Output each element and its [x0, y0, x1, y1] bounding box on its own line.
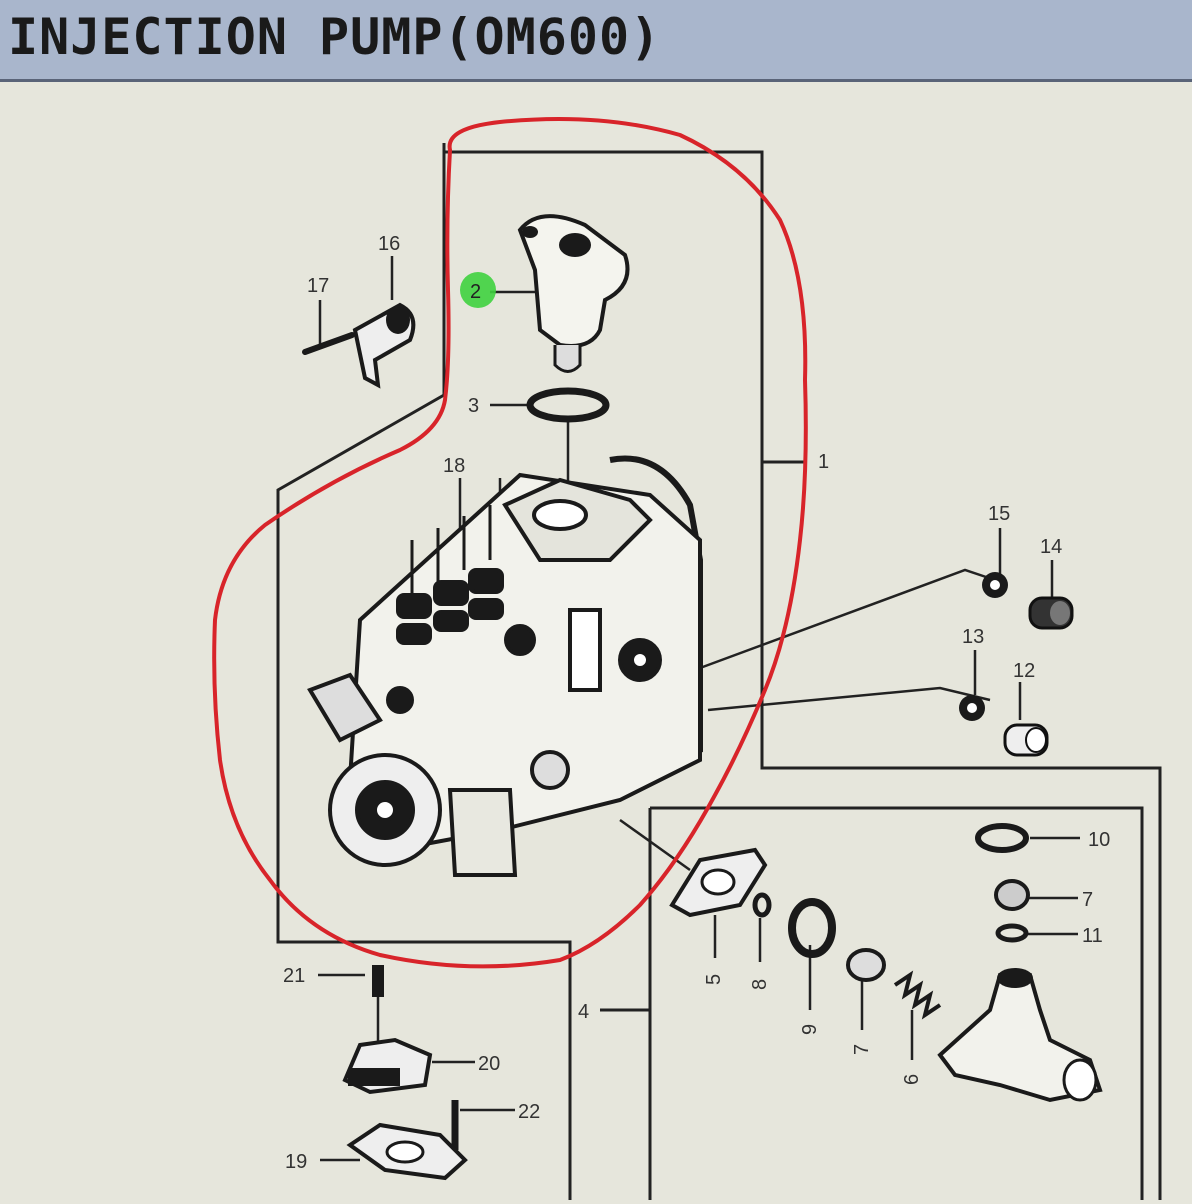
- part-2-filter-housing[interactable]: [517, 214, 630, 373]
- part-13-washer[interactable]: [959, 695, 985, 721]
- callout-6: 6: [901, 1074, 923, 1085]
- page-title: INJECTION PUMP(OM600): [8, 8, 662, 66]
- part-16-bracket[interactable]: [352, 302, 416, 389]
- assembly-frames: [276, 143, 1162, 1200]
- part-21-bolt[interactable]: [372, 965, 384, 997]
- callout-12: 12: [1013, 660, 1035, 682]
- callout-17: 17: [307, 275, 329, 297]
- callout-9: 9: [799, 1024, 821, 1035]
- selected-part-marker[interactable]: [460, 272, 496, 308]
- part-15-washer[interactable]: [982, 572, 1008, 598]
- callout-4: 4: [578, 1001, 589, 1023]
- callout-18: 18: [443, 455, 465, 477]
- callout-16: 16: [378, 233, 400, 255]
- callout-labels: 2 1 3 16 17 18 15 14 13 12 10 7 11 5 8 9…: [283, 233, 1110, 1173]
- part-14-banjo-bolt[interactable]: [1028, 596, 1074, 630]
- part-11-o-ring[interactable]: [995, 923, 1029, 943]
- part-19-gasket[interactable]: [346, 1122, 468, 1181]
- callout-22: 22: [518, 1101, 540, 1123]
- callout-1: 1: [818, 451, 829, 473]
- part-3-o-ring[interactable]: [526, 387, 610, 423]
- callout-10: 10: [1088, 829, 1110, 851]
- callout-13: 13: [962, 626, 984, 648]
- callout-21: 21: [283, 965, 305, 987]
- callout-11: 11: [1082, 925, 1103, 947]
- part-6-spring[interactable]: [893, 970, 942, 1020]
- part-10-o-ring[interactable]: [975, 823, 1029, 853]
- part-17-bolt[interactable]: [302, 332, 355, 355]
- callout-14: 14: [1040, 536, 1062, 558]
- callout-2: 2: [470, 281, 481, 303]
- part-7-valve-upper[interactable]: [994, 879, 1030, 911]
- callout-3: 3: [468, 395, 479, 417]
- part-7-valve[interactable]: [846, 948, 886, 982]
- title-bar: INJECTION PUMP(OM600): [0, 0, 1192, 82]
- part-8-washer[interactable]: [752, 892, 772, 918]
- callout-5: 5: [703, 974, 725, 985]
- part-9-seal[interactable]: [788, 898, 836, 958]
- callout-20: 20: [478, 1053, 500, 1075]
- parts-diagram: 2 1 3 16 17 18 15 14 13 12 10 7 11 5 8 9…: [0, 82, 1192, 1200]
- part-5-gasket[interactable]: [669, 847, 768, 918]
- part-12-banjo-bolt[interactable]: [1003, 723, 1049, 757]
- callout-7-lower: 7: [851, 1044, 873, 1055]
- highlight-outline: [212, 116, 808, 969]
- callout-15: 15: [988, 503, 1010, 525]
- part-20-bracket[interactable]: [342, 1037, 433, 1095]
- callout-8: 8: [749, 979, 771, 990]
- part-1-injection-pump[interactable]: [307, 455, 703, 877]
- callout-7-upper: 7: [1082, 889, 1093, 911]
- part-4-valve-housing[interactable]: [937, 968, 1103, 1103]
- callout-19: 19: [285, 1151, 307, 1173]
